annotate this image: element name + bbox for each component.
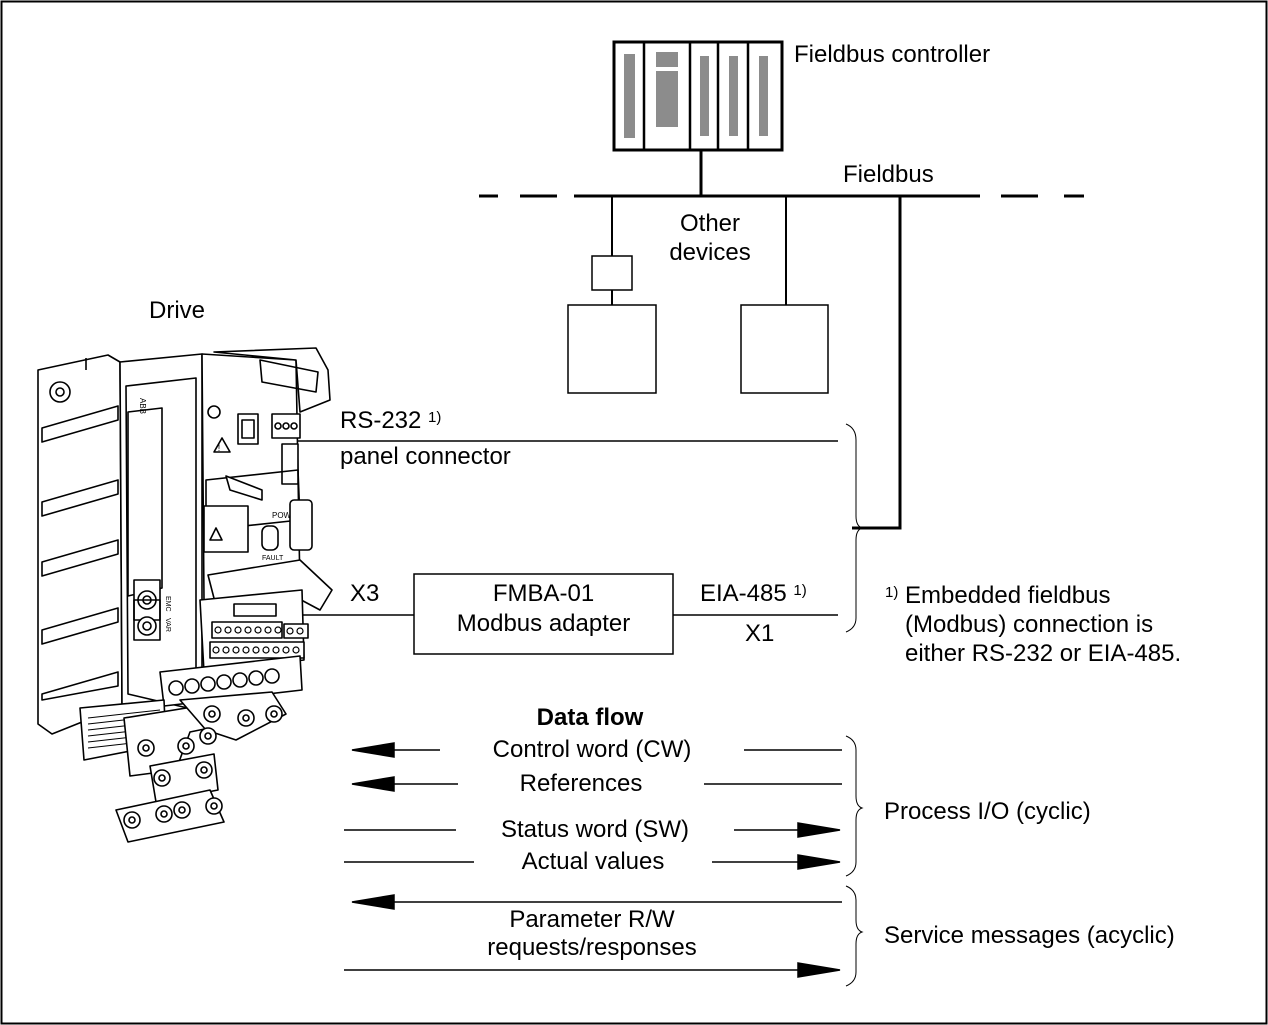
status-word-arrow [344, 822, 841, 838]
x1-label: X1 [745, 620, 775, 647]
x3-label: X3 [350, 580, 380, 607]
status-word-label: Status word (SW) [500, 816, 690, 843]
service-brace [845, 885, 864, 987]
data-flow-arrows [344, 742, 842, 978]
drive-fault-label: FAULT [262, 555, 284, 562]
rs232-label: RS-232 1) [340, 407, 442, 434]
drive-power-label: POWER [272, 511, 302, 520]
drive-brand-side: ABB [138, 398, 147, 414]
control-word-arrow [351, 742, 842, 758]
actual-values-arrow [344, 854, 841, 870]
fmba-adapter-box [413, 573, 674, 655]
footnote-line-1: 1) Embedded fieldbus [885, 582, 1111, 609]
rs232-note: 1) [428, 409, 442, 426]
fieldbus-label: Fieldbus [843, 161, 934, 188]
drive-label: Drive [149, 297, 206, 324]
other-devices [567, 196, 829, 394]
eia485-label: EIA-485 1) [700, 580, 807, 607]
braces [845, 423, 864, 987]
other-devices-label-2: devices [669, 239, 751, 266]
actual-values-label: Actual values [521, 848, 665, 875]
process-io-brace [845, 735, 864, 877]
parameter-response-arrow [344, 962, 841, 978]
drive-emc-label: EMC [164, 596, 171, 612]
footnote-marker: 1) [885, 584, 899, 601]
control-word-label: Control word (CW) [492, 736, 692, 763]
parameter-label-1: Parameter R/W [509, 906, 675, 933]
panel-connector-label: panel connector [340, 443, 511, 470]
adapter-label-2: Modbus adapter [456, 610, 631, 637]
references-arrow [351, 776, 842, 792]
drive-var-label: VAR [164, 618, 171, 632]
data-flow-title: Data flow [536, 704, 644, 731]
eia485-note: 1) [793, 582, 807, 599]
other-devices-label-1: Other [679, 210, 741, 237]
fieldbus-controller-rack [612, 40, 784, 152]
svg-text:!: ! [218, 443, 221, 453]
process-io-label: Process I/O (cyclic) [884, 798, 1091, 825]
fieldbus-controller-label: Fieldbus controller [794, 41, 991, 68]
footnote-line-2: (Modbus) connection is [905, 611, 1154, 638]
parameter-label-2: requests/responses [487, 934, 697, 961]
connection-brace [845, 423, 864, 633]
service-messages-label: Service messages (acyclic) [884, 922, 1175, 949]
adapter-label-1: FMBA-01 [492, 580, 595, 607]
footnote-line-3: either RS-232 or EIA-485. [905, 640, 1182, 667]
parameter-request-arrow [351, 894, 842, 910]
fieldbus-drop-line [852, 196, 902, 530]
references-label: References [519, 770, 643, 797]
drive-illustration: ABB ! POWER FAULT EMC [37, 347, 333, 843]
